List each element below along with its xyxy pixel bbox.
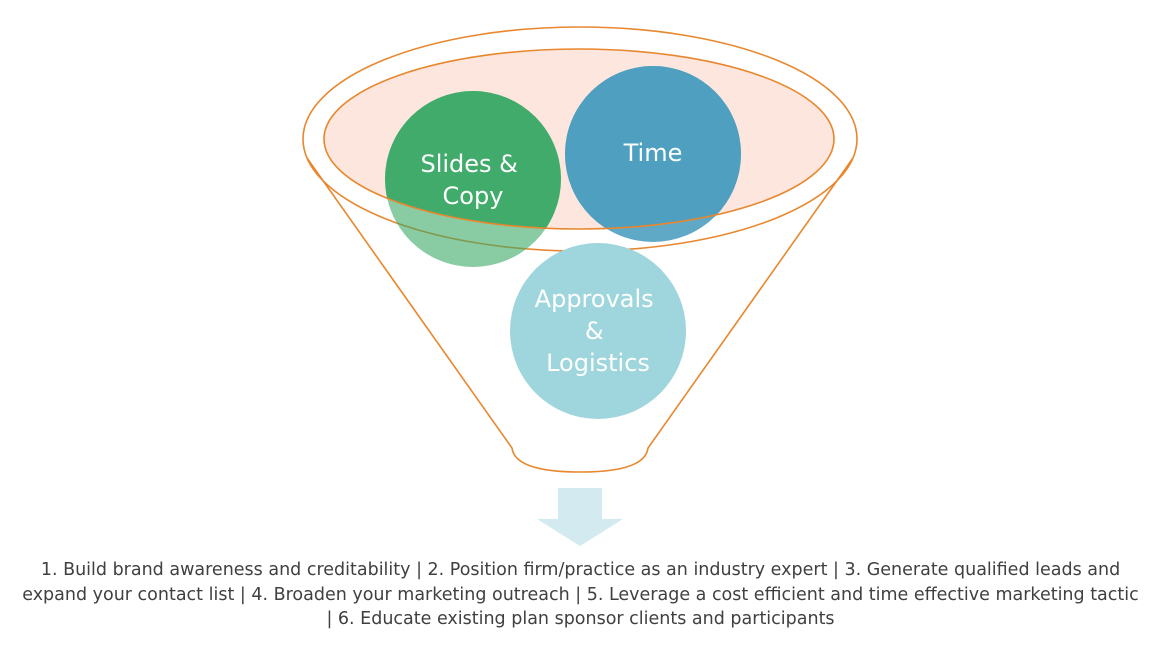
outcomes-text: 1. Build brand awareness and creditabili… (22, 560, 1139, 629)
circle-time-inner (565, 66, 741, 229)
label-time: Time (623, 139, 683, 167)
funnel-body (306, 157, 854, 473)
circle-approvals-logistics (510, 243, 686, 419)
funnel-inner-rim (323, 48, 835, 230)
down-arrow-icon (537, 488, 623, 546)
label-slides-copy: Slides & Copy (420, 150, 525, 210)
label-approvals-logistics: Approvals & Logistics (535, 285, 662, 377)
